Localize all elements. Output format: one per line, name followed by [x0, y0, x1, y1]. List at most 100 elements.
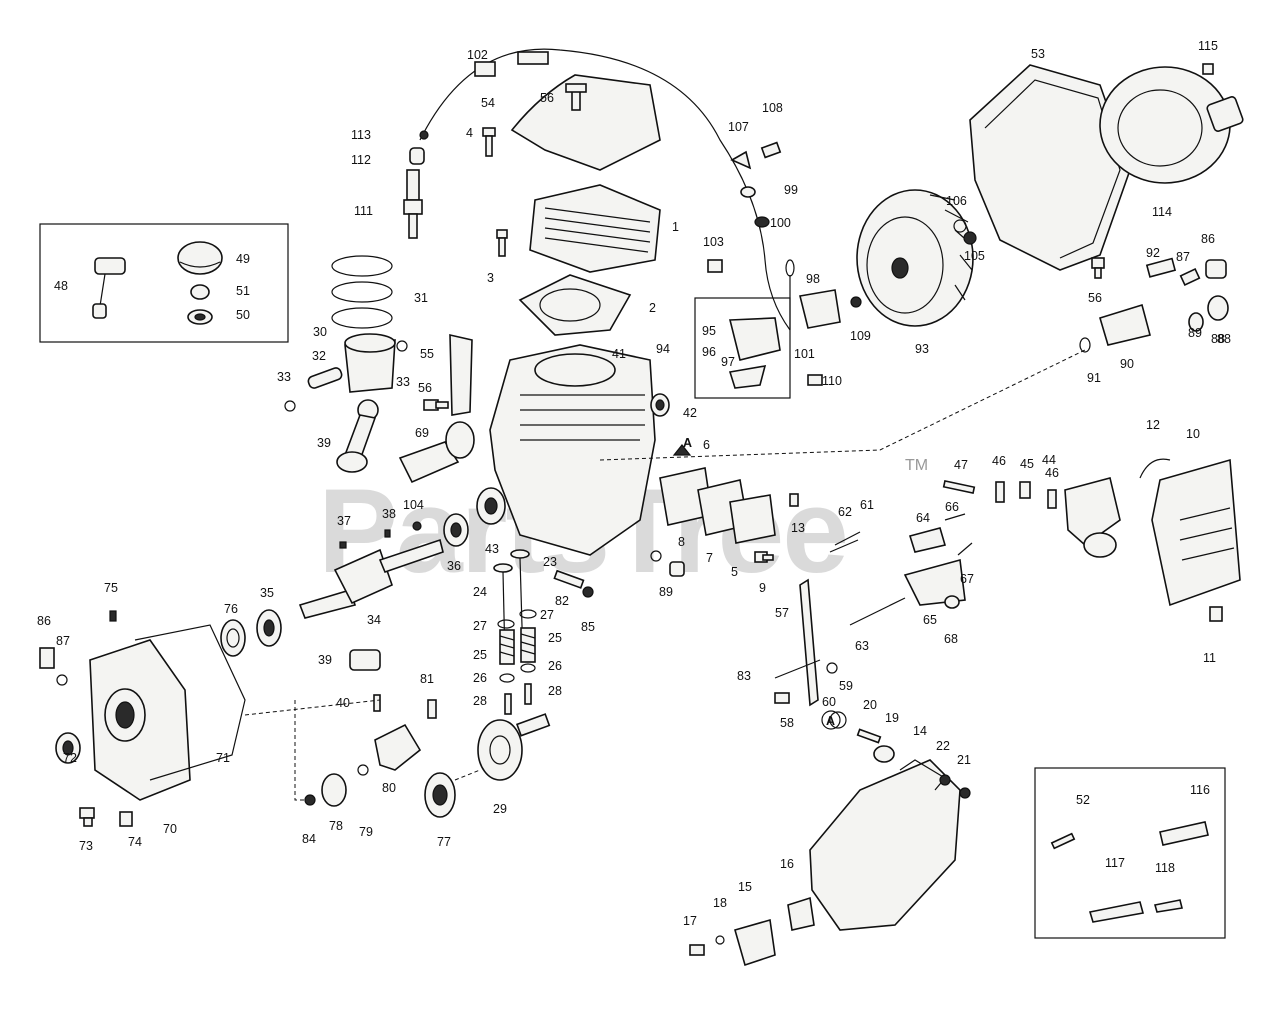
part-58-screw	[774, 692, 790, 704]
part-20-stud	[856, 728, 882, 744]
callout-30: 30	[313, 325, 327, 339]
part-14-muffler	[809, 759, 961, 931]
part-81-screw	[427, 699, 437, 719]
part-54-cylinder-shroud	[510, 74, 661, 171]
part-33-circlip-right	[396, 340, 408, 352]
part-98-grommet	[799, 289, 841, 329]
part-106-washer	[953, 219, 967, 233]
callout-7: 7	[706, 551, 713, 565]
svg-text:A: A	[683, 436, 692, 450]
part-34-crankshaft	[298, 538, 444, 619]
part-40-shaft	[373, 694, 381, 712]
part-71-gasket	[134, 624, 246, 781]
callout-27: 27	[540, 608, 554, 622]
part-56-screw-baffle	[423, 399, 449, 411]
callout-39: 39	[318, 653, 332, 667]
part-32-piston-pin	[307, 367, 343, 389]
reference-mark-a-upper: A	[683, 436, 692, 450]
part-50-seal	[187, 309, 213, 325]
part-39-connecting-rod	[336, 399, 379, 473]
callout-56: 56	[1088, 291, 1102, 305]
part-10-air-cleaner	[1151, 458, 1241, 607]
part-64-lever	[908, 527, 947, 553]
callout-99: 99	[784, 183, 798, 197]
callout-19: 19	[885, 711, 899, 725]
part-89-washer-center	[650, 550, 662, 562]
part-36-bearing	[443, 513, 469, 547]
part-59-washer	[826, 662, 838, 674]
callout-67: 67	[960, 572, 974, 586]
part-79-washer	[357, 764, 369, 776]
part-52-pin	[1050, 832, 1076, 850]
callout-36: 36	[447, 559, 461, 573]
part-104-pin	[412, 521, 422, 531]
part-42-oil-seal	[650, 393, 670, 417]
part-3-screw	[496, 229, 508, 257]
callout-16: 16	[780, 857, 794, 871]
part-87-oring-right	[1179, 268, 1201, 286]
callout-52: 52	[1076, 793, 1090, 807]
callout-40: 40	[336, 696, 350, 710]
callout-97: 97	[721, 355, 735, 369]
part-51-ring	[190, 284, 210, 300]
part-60-mark	[829, 711, 847, 729]
part-74-plug	[119, 811, 133, 827]
decal-box	[1034, 767, 1226, 939]
part-90-valve-body	[1099, 303, 1151, 346]
callout-33: 33	[277, 370, 291, 384]
part-113-clip	[419, 130, 429, 140]
callout-44: 44	[1042, 453, 1056, 467]
callout-37: 37	[337, 514, 351, 528]
callout-29: 29	[493, 802, 507, 816]
callout-118: 118	[1155, 861, 1175, 875]
part-118-decal	[1153, 899, 1183, 913]
part-83-rod	[774, 659, 821, 679]
part-15-flange	[734, 918, 776, 967]
part-73-drain-plug	[79, 807, 95, 827]
callout-84: 84	[302, 832, 316, 846]
part-45-diaphragm	[1019, 481, 1031, 499]
callout-105: 105	[964, 249, 985, 263]
callout-66: 66	[945, 500, 959, 514]
callout-78: 78	[329, 819, 343, 833]
part-16-gasket	[787, 896, 815, 931]
callout-33: 33	[396, 375, 410, 389]
callout-103: 103	[703, 235, 724, 249]
callout-3: 3	[487, 271, 494, 285]
wire-boot	[517, 51, 549, 65]
part-101-post	[785, 259, 795, 330]
callout-62: 62	[838, 505, 852, 519]
callout-17: 17	[683, 914, 697, 928]
callout-82: 82	[555, 594, 569, 608]
callout-106: 106	[946, 194, 967, 208]
callout-86: 86	[37, 614, 51, 628]
callout-26: 26	[473, 671, 487, 685]
callout-94: 94	[656, 342, 670, 356]
part-28-tappet-left	[504, 693, 512, 715]
callout-12: 12	[1146, 418, 1160, 432]
part-63-spring	[849, 597, 906, 626]
part-46-gasket-b	[1047, 489, 1057, 509]
callout-18: 18	[713, 896, 727, 910]
callout-45: 45	[1020, 457, 1034, 471]
part-31-piston-rings	[331, 255, 393, 329]
part-27-retainer-right	[519, 609, 537, 619]
part-68-knob	[944, 595, 960, 609]
callout-43: 43	[485, 542, 499, 556]
callout-26: 26	[548, 659, 562, 673]
callout-89: 89	[659, 585, 673, 599]
part-110-screw	[807, 374, 823, 386]
part-66-spring	[944, 513, 966, 521]
callout-20: 20	[863, 698, 877, 712]
part-56-screw-housing	[1091, 257, 1105, 279]
callout-75: 75	[104, 581, 118, 595]
part-35-bearing	[256, 609, 282, 647]
part-72-oil-seal	[55, 732, 81, 764]
callout-50: 50	[236, 308, 250, 322]
callout-2: 2	[649, 301, 656, 315]
part-75-pin	[109, 610, 117, 622]
callout-42: 42	[683, 406, 697, 420]
part-62-link	[829, 531, 861, 553]
callout-92: 92	[1146, 246, 1160, 260]
part-109-nut	[850, 296, 862, 308]
